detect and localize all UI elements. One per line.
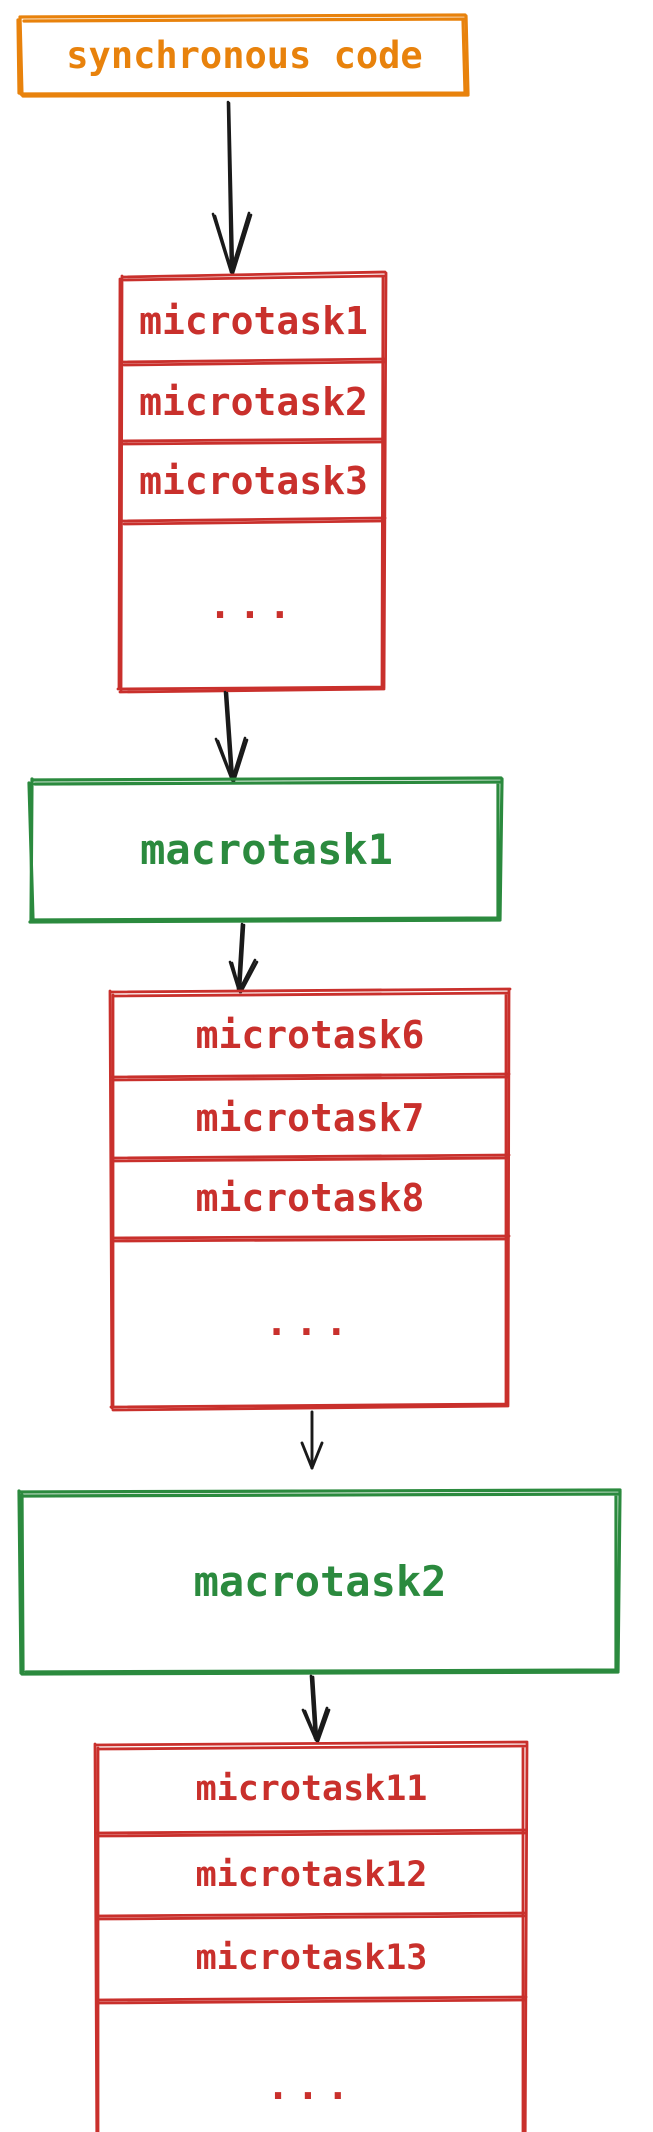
arrow-sync-to-micro1 (211, 100, 253, 275)
microtask-queue-1-row-2: microtask2 (139, 379, 368, 424)
microtask-queue-3-row-2: microtask12 (195, 1854, 428, 1895)
microtask-queue-2-row-4: ... (265, 1300, 355, 1344)
microtask-queue-2-row-3: microtask8 (195, 1176, 425, 1220)
microtask-queue-1-row-1: microtask1 (139, 298, 368, 343)
microtask-queue-1-row-4: ... (208, 582, 299, 627)
arrow-micro1-to-macro1 (214, 690, 249, 783)
arrow-micro2-to-macro2 (300, 1410, 324, 1470)
synchronous-code-label: synchronous code (66, 33, 423, 77)
microtask-queue-1-row-3: microtask3 (139, 459, 368, 503)
arrow-macro2-to-micro3 (301, 1674, 331, 1743)
macrotask-1-label: macrotask1 (140, 825, 393, 874)
synchronous-code-box (16, 13, 470, 98)
microtask-queue-3-row-4: ... (266, 2064, 357, 2108)
microtask-queue-3-row-1: microtask11 (195, 1769, 428, 1809)
arrow-macro1-to-micro2 (228, 922, 259, 994)
macrotask-1-box (27, 776, 504, 924)
microtask-queue-2-row-2: microtask7 (195, 1095, 425, 1140)
microtask-queue-3-row-3: microtask13 (195, 1938, 428, 1978)
microtask-queue-1-frame (116, 270, 388, 694)
microtask-queue-3-frame (93, 1740, 529, 2132)
macrotask-2-label: macrotask2 (193, 1557, 447, 1606)
microtask-queue-2-frame (108, 987, 512, 1412)
macrotask-2-box (17, 1488, 622, 1676)
microtask-queue-2-row-1: microtask6 (195, 1012, 425, 1057)
